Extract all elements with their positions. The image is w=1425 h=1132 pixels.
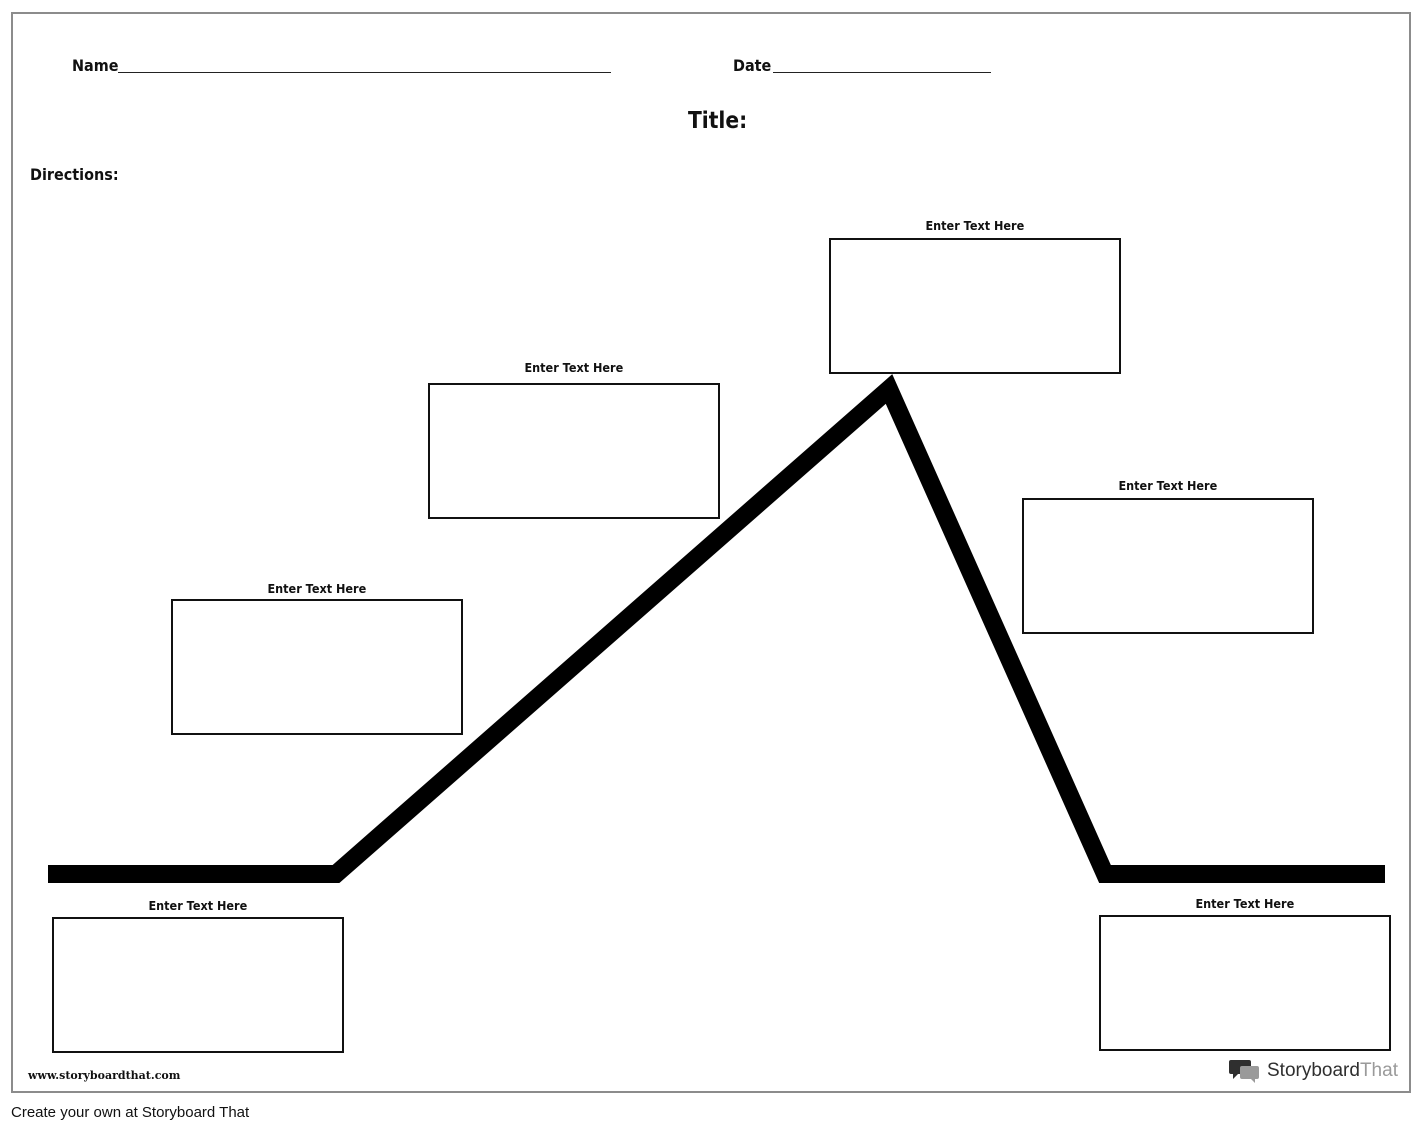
title-label: Title: xyxy=(688,108,748,134)
logo-word-storyboard: Storyboard xyxy=(1267,1060,1360,1081)
name-label: Name xyxy=(72,56,119,75)
falling-action-text-box[interactable] xyxy=(1022,498,1314,634)
falling-action-box-label: Enter Text Here xyxy=(1118,478,1218,493)
climax-box-label: Enter Text Here xyxy=(925,218,1025,233)
date-label: Date xyxy=(733,56,772,75)
exposition-text-box[interactable] xyxy=(52,917,344,1053)
site-url[interactable]: www.storyboardthat.com xyxy=(28,1069,181,1082)
logo-word-that: That xyxy=(1359,1060,1398,1081)
worksheet: Name Date Title: Directions: Enter Text … xyxy=(11,12,1411,1093)
exposition-box-label: Enter Text Here xyxy=(148,898,248,913)
name-field-line[interactable] xyxy=(118,72,611,73)
rising-action-2-box-label: Enter Text Here xyxy=(524,360,624,375)
resolution-text-box[interactable] xyxy=(1099,915,1391,1051)
rising-action-box-label: Enter Text Here xyxy=(267,581,367,596)
rising-action-2-text-box[interactable] xyxy=(428,383,720,519)
chat-bubbles-icon xyxy=(1229,1060,1259,1083)
directions-label: Directions: xyxy=(30,165,119,184)
date-field-line[interactable] xyxy=(773,72,991,73)
rising-action-text-box[interactable] xyxy=(171,599,463,735)
footer-promo[interactable]: Create your own at Storyboard That xyxy=(11,1104,250,1121)
climax-text-box[interactable] xyxy=(829,238,1121,374)
resolution-box-label: Enter Text Here xyxy=(1195,896,1295,911)
plot-diagram-line xyxy=(48,374,1385,883)
storyboardthat-logo[interactable]: StoryboardThat xyxy=(1229,1057,1398,1085)
